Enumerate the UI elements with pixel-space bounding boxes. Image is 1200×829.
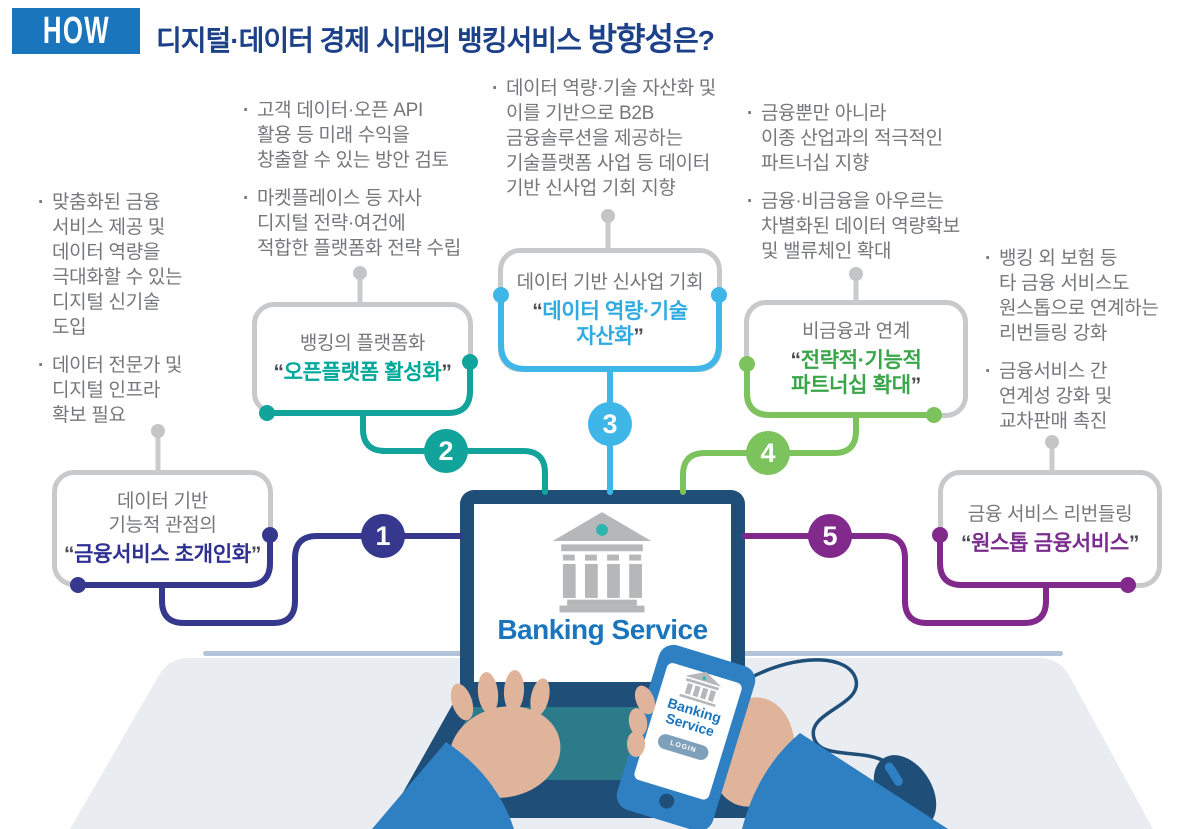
box-branch-2: 뱅킹의 플랫폼화 “오픈플랫폼 활성화” <box>252 302 473 415</box>
left-sleeve <box>372 742 514 829</box>
note: 데이터 역량·기술 자산화 및 이를 기반으로 B2B 금융솔루션을 제공하는 … <box>492 76 737 201</box>
page-title: 디지털·데이터 경제 시대의 뱅킹서비스 방향성은? <box>156 21 715 57</box>
notes-branch-5: 뱅킹 외 보험 등 타 금융 서비스도 원스톱으로 연계하는 리번들링 강화 금… <box>985 246 1200 447</box>
note: 뱅킹 외 보험 등 타 금융 서비스도 원스톱으로 연계하는 리번들링 강화 <box>985 246 1200 346</box>
notes-branch-2: 고객 데이터·오픈 API 활용 등 미래 수익을 창출할 수 있는 방안 검토… <box>243 98 483 274</box>
note: 금융서비스 간 연계성 강화 및 교차판매 촉진 <box>985 359 1200 434</box>
phone-home-button <box>659 793 675 809</box>
phone <box>616 644 756 829</box>
step-circle-4: 4 <box>746 431 790 475</box>
box-branch-3: 데이터 기반 신사업 기회 “데이터 역량·기술 자산화” <box>498 248 722 372</box>
box-branch-4: 비금융과 연계 “전략적·기능적 파트너십 확대” <box>744 300 968 418</box>
note: 데이터 전문가 및 디지털 인프라 확보 필요 <box>38 353 243 428</box>
notes-branch-4: 금융뿐만 아니라 이종 산업과의 적극적인 파트너십 지향 금융·비금융을 아우… <box>747 101 992 277</box>
step-circle-2: 2 <box>424 429 468 473</box>
phone-bank-icon <box>679 671 722 708</box>
step-circle-5: 5 <box>808 514 852 558</box>
note: 마켓플레이스 등 자사 디지털 전략·여건에 적합한 플랫폼화 전략 수립 <box>243 186 483 261</box>
right-sleeve <box>742 733 948 829</box>
bank-icon <box>552 512 652 613</box>
mouse-cable <box>749 658 887 764</box>
note: 맞춤화된 금융 서비스 제공 및 데이터 역량을 극대화할 수 있는 디지털 신… <box>38 190 243 340</box>
box-branch-1: 데이터 기반 기능적 관점의 “금융서비스 초개인화” <box>52 470 273 587</box>
left-hand <box>372 670 561 829</box>
laptop-screen-label: Banking Service <box>497 614 708 645</box>
note: 금융뿐만 아니라 이종 산업과의 적극적인 파트너십 지향 <box>747 101 992 176</box>
notes-branch-3: 데이터 역량·기술 자산화 및 이를 기반으로 B2B 금융솔루션을 제공하는 … <box>492 76 737 214</box>
title-emphasis: 방향성 <box>587 21 674 57</box>
note: 금융·비금융을 아우르는 차별화된 데이터 역량확보 및 밸류체인 확대 <box>747 189 992 264</box>
notes-branch-1: 맞춤화된 금융 서비스 제공 및 데이터 역량을 극대화할 수 있는 디지털 신… <box>38 190 243 441</box>
box-branch-5: 금융 서비스 리번들링 “원스톱 금융서비스” <box>938 470 1162 588</box>
how-badge: HOW <box>12 8 140 54</box>
step-circle-1: 1 <box>361 514 405 558</box>
phone-screen: Banking Service LOGIN <box>613 641 759 829</box>
how-badge-label: HOW <box>42 9 110 52</box>
step-circle-3: 3 <box>588 402 632 446</box>
note: 고객 데이터·오픈 API 활용 등 미래 수익을 창출할 수 있는 방안 검토 <box>243 98 483 173</box>
right-hand <box>616 644 948 829</box>
